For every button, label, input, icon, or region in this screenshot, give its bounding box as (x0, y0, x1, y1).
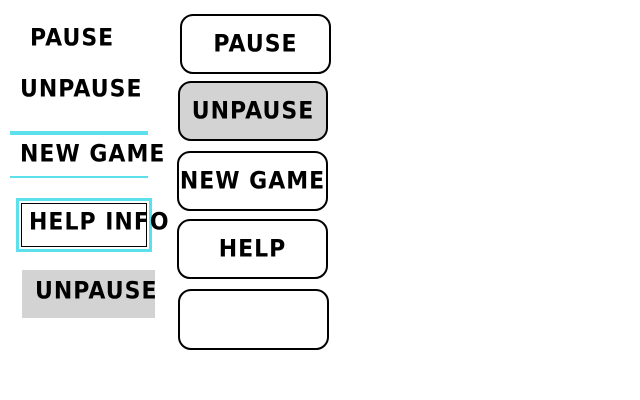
unpause-button-pressed[interactable]: UNPAUSE (178, 81, 328, 141)
unpause-text-label: UNPAUSE (20, 75, 143, 104)
help-info-text-label: HELP INFO (29, 208, 170, 237)
pause-text-option[interactable]: PAUSE (30, 24, 115, 53)
help-button[interactable]: HELP (177, 219, 328, 279)
unpause-gray-option[interactable]: UNPAUSE (22, 270, 158, 318)
help-info-boxed-option[interactable]: HELP INFO (16, 198, 169, 252)
new-game-highlighted-option[interactable]: NEW GAME (10, 131, 164, 178)
help-info-inner-outline (21, 203, 147, 247)
unpause-gray-text-label: UNPAUSE (35, 277, 158, 306)
new-game-button[interactable]: NEW GAME (177, 151, 328, 211)
pause-text-label: PAUSE (30, 24, 115, 53)
new-game-text-label: NEW GAME (20, 140, 166, 169)
pause-button[interactable]: PAUSE (180, 14, 331, 74)
blank-button[interactable] (178, 289, 329, 350)
unpause-text-option[interactable]: UNPAUSE (20, 75, 143, 104)
pause-button-label: PAUSE (213, 30, 298, 58)
new-game-button-label: NEW GAME (179, 167, 326, 195)
help-button-label: HELP (218, 235, 287, 263)
unpause-button-label: UNPAUSE (191, 97, 315, 125)
